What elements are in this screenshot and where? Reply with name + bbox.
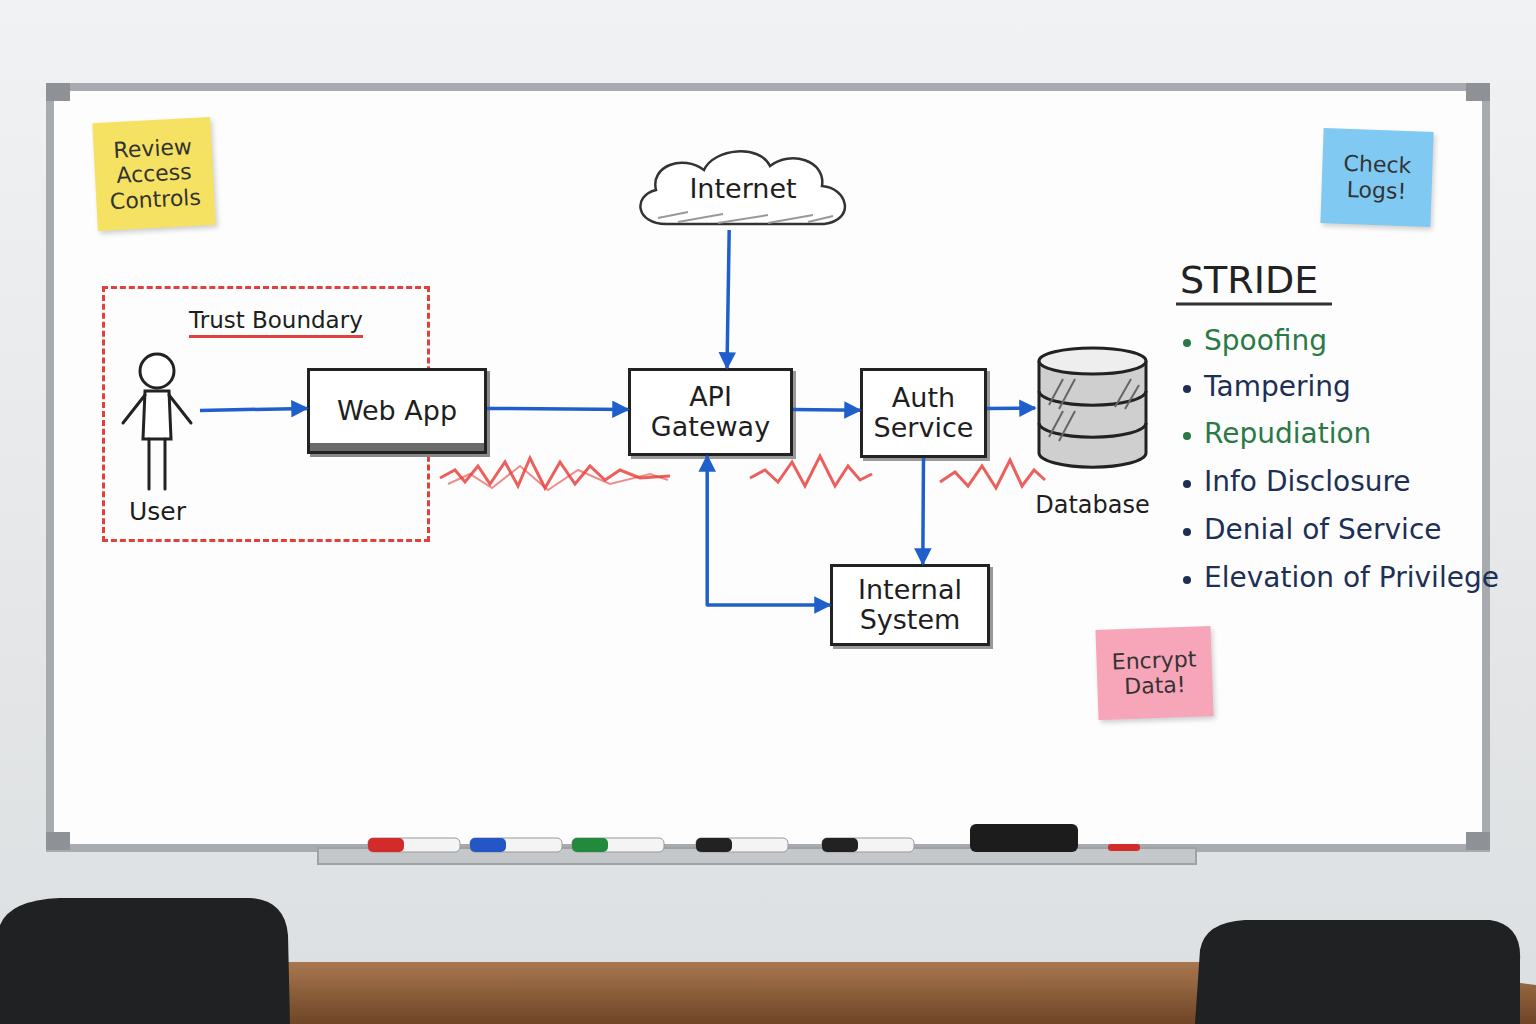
marker-cap — [470, 838, 506, 852]
stick-figure — [115, 351, 200, 496]
box-node: Internal System — [830, 564, 990, 646]
sticky-note-text: Review Access Controls — [101, 133, 207, 214]
figure-node: User — [115, 351, 200, 531]
threat-squiggle — [940, 460, 1045, 488]
frame-corner — [46, 832, 70, 850]
figure-head — [140, 354, 174, 388]
marker — [696, 838, 788, 852]
flow-arrow — [200, 408, 307, 410]
flow-arrow — [727, 230, 729, 368]
chair — [0, 898, 290, 1024]
marker-cap — [1108, 844, 1140, 851]
marker-cap — [368, 838, 404, 852]
flow-arrow — [793, 408, 860, 412]
boundary-title: Trust Boundary — [189, 307, 363, 338]
node-label: API Gateway — [635, 382, 786, 441]
cloud-shape — [640, 151, 844, 224]
box-node: Auth Service — [860, 368, 987, 458]
node-label: Internet — [689, 173, 796, 204]
node-label: Internal System — [837, 575, 983, 634]
marker-cap — [572, 838, 608, 852]
flow-arrow — [987, 406, 1035, 410]
marker — [470, 838, 562, 852]
flow-arrow — [707, 456, 830, 605]
flow-arrow — [921, 458, 925, 564]
threat-squiggle — [448, 466, 668, 490]
list-item: Info Disclosure — [1204, 465, 1411, 498]
box-node: API Gateway — [628, 368, 793, 456]
node-label: User — [115, 497, 200, 526]
figure-limbs — [123, 395, 191, 489]
list-item: Repudiation — [1204, 417, 1371, 450]
marker-cap — [822, 838, 858, 852]
cloud-hatching — [658, 212, 833, 223]
threat-squiggle — [750, 456, 872, 486]
frame-corner — [1466, 832, 1490, 850]
box-node: Web App — [307, 368, 487, 454]
sticky-note-text: Check Logs! — [1329, 151, 1425, 205]
flow-arrow — [487, 408, 628, 409]
marker — [368, 838, 460, 852]
heading-underline — [1176, 303, 1332, 306]
marker — [572, 838, 664, 852]
cylinder-side — [1039, 361, 1146, 467]
node-label: Database — [1015, 491, 1170, 519]
node-label: Auth Service — [867, 383, 980, 442]
sticky-node: Check Logs! — [1320, 128, 1433, 227]
cylinder-band — [1039, 391, 1146, 437]
eraser — [970, 824, 1078, 852]
board-surface — [50, 87, 1486, 848]
list-item: Elevation of Privilege — [1204, 561, 1499, 594]
figure-body — [143, 391, 171, 439]
frame-corner — [46, 83, 70, 101]
marker-cap — [696, 838, 732, 852]
marker — [822, 838, 914, 852]
sticky-node: Encrypt Data! — [1095, 626, 1213, 720]
frame-corner — [1466, 83, 1490, 101]
node-label: Web App — [337, 396, 457, 426]
list-item: Tampering — [1204, 370, 1351, 403]
threat-squiggle — [440, 458, 670, 488]
cylinder-node: Database — [1035, 345, 1150, 525]
cylinder-top — [1039, 348, 1146, 374]
list-item: Denial of Service — [1204, 513, 1442, 546]
list-heading: STRIDE — [1180, 258, 1318, 302]
sticky-note-text: Encrypt Data! — [1104, 646, 1205, 700]
cloud-node: Internet — [628, 146, 858, 230]
list-item: Spoofing — [1204, 324, 1327, 357]
sticky-node: Review Access Controls — [92, 117, 215, 231]
cylinder-hatching — [1049, 379, 1139, 441]
database-cylinder — [1035, 345, 1150, 470]
chair — [1195, 920, 1520, 1024]
